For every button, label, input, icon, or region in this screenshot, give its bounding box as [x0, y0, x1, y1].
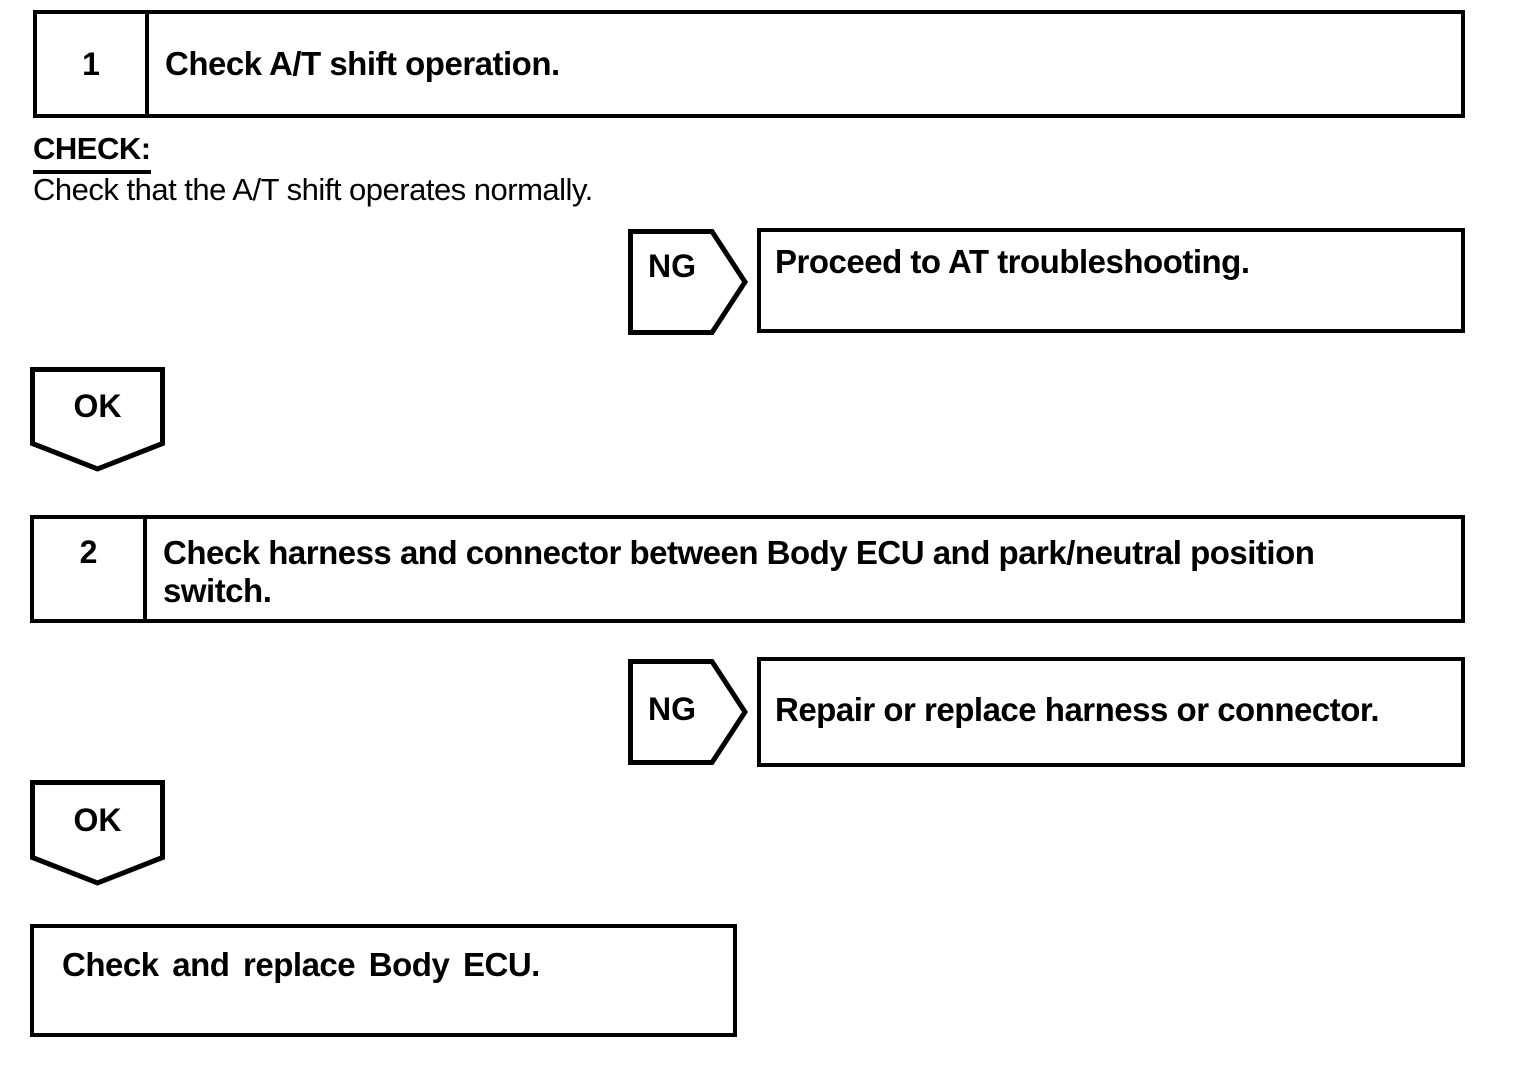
ng-connector-1: NG: [628, 229, 748, 335]
ng-action-box-1: Proceed to AT troubleshooting.: [757, 228, 1465, 333]
ng-action-box-2: Repair or replace harness or connector.: [757, 657, 1465, 767]
step-2-box: 2 Check harness and connector between Bo…: [30, 515, 1465, 623]
check-description: Check that the A/T shift operates normal…: [33, 172, 593, 207]
ng-label: NG: [648, 248, 696, 284]
step-1-number: 1: [37, 14, 149, 114]
check-section: CHECK:: [33, 131, 151, 174]
ng-connector-2: NG: [628, 659, 748, 765]
ok-label-2: OK: [73, 802, 122, 838]
step-1-box: 1 Check A/T shift operation.: [33, 10, 1465, 118]
step-1-title: Check A/T shift operation.: [165, 45, 560, 82]
ok-arrow-icon: [30, 367, 165, 472]
check-label: CHECK:: [33, 131, 151, 174]
ng-arrow-icon: [628, 659, 748, 765]
step-2-number: 2: [34, 519, 147, 619]
ng-arrow-icon: [628, 229, 748, 335]
ok-arrow-icon: [30, 780, 165, 886]
ng-action-text-1: Proceed to AT troubleshooting.: [775, 243, 1250, 280]
final-action-text: Check and replace Body ECU.: [62, 946, 540, 983]
ok-connector-2: OK: [30, 780, 165, 886]
final-action-box: Check and replace Body ECU.: [30, 924, 737, 1037]
ok-label-1: OK: [73, 388, 122, 424]
ok-connector-1: OK: [30, 367, 165, 472]
ng-label: NG: [648, 691, 696, 727]
step-2-title: Check harness and connector between Body…: [163, 534, 1315, 609]
ng-action-text-2: Repair or replace harness or connector.: [775, 691, 1380, 728]
